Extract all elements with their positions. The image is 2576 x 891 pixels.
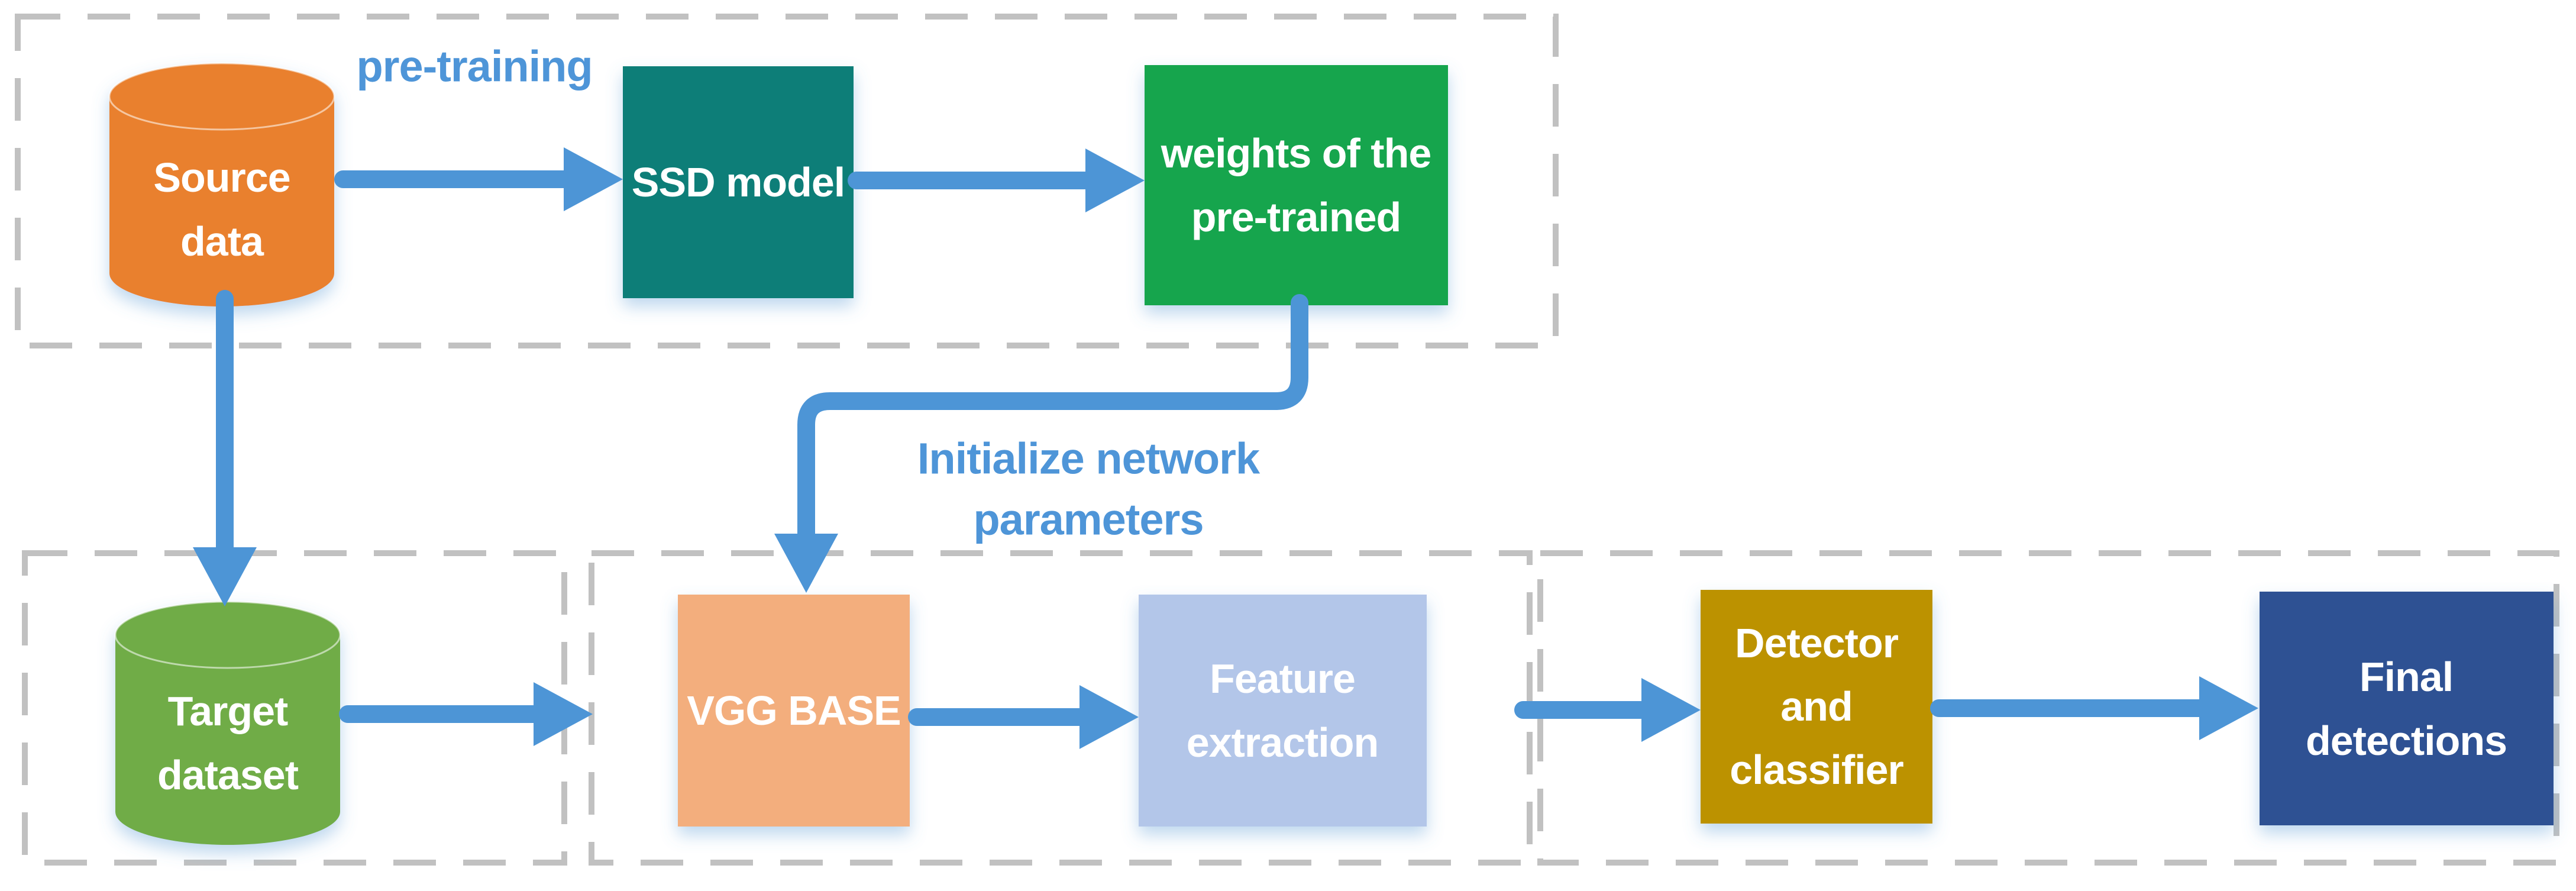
pretrained-weights-box: weights of the pre-trained xyxy=(1145,65,1448,305)
final-detections-label-line1: Final xyxy=(2360,654,2453,700)
final-detections-rect xyxy=(2260,592,2554,825)
feature-extraction-box: Feature extraction xyxy=(1139,595,1427,827)
ssd-model-label: SSD model xyxy=(632,159,845,205)
source-data-cylinder-top xyxy=(108,62,335,131)
pretrained-weights-rect xyxy=(1145,65,1448,305)
target-dataset-label-line1: Target xyxy=(168,688,288,734)
initialize-parameters-label-line2: parameters xyxy=(973,495,1203,544)
ssd-model-rect xyxy=(623,66,854,298)
vgg-base-box: VGG BASE xyxy=(678,595,910,827)
pretrained-weights-label-line2: pre-trained xyxy=(1191,194,1401,240)
pretraining-stage-border xyxy=(15,14,1559,348)
source-data-cylinder-body xyxy=(109,96,334,306)
final-detections-label-line2: detections xyxy=(2306,718,2507,764)
vgg-base-rect xyxy=(678,595,910,827)
pretraining-label: pre-training xyxy=(356,42,592,91)
vgg-base-label: VGG BASE xyxy=(687,687,901,734)
target-dataset-label-line2: dataset xyxy=(157,752,299,798)
detector-classifier-label-line1: Detector xyxy=(1735,620,1899,666)
ssd-model-box: SSD model xyxy=(623,66,854,298)
final-detections-box: Final detections xyxy=(2260,592,2554,825)
source-data-cylinder: Source data xyxy=(108,62,335,306)
feature-extraction-rect xyxy=(1139,595,1427,827)
source-data-label-line2: data xyxy=(180,218,264,264)
detector-classifier-box: Detector and classifier xyxy=(1701,590,1932,824)
target-dataset-cylinder-body xyxy=(115,635,340,845)
target-dataset-cylinder: Target dataset xyxy=(114,601,341,845)
target-data-stage-border xyxy=(22,550,567,866)
feature-extraction-label-line1: Feature xyxy=(1210,656,1355,702)
pretrained-weights-label-line1: weights of the xyxy=(1161,130,1431,176)
target-dataset-cylinder-top xyxy=(114,601,341,669)
arrow-weights-to-vgg-elbow xyxy=(774,294,1308,593)
feature-extraction-label-line2: extraction xyxy=(1187,719,1379,766)
detector-classifier-label-line2: and xyxy=(1780,683,1852,729)
detection-stage-border xyxy=(1537,550,2559,866)
detector-classifier-label-line3: classifier xyxy=(1730,747,1903,793)
detector-classifier-rect xyxy=(1701,590,1932,824)
source-data-label-line1: Source xyxy=(153,154,290,201)
initialize-parameters-label-line1: Initialize network xyxy=(917,434,1260,483)
